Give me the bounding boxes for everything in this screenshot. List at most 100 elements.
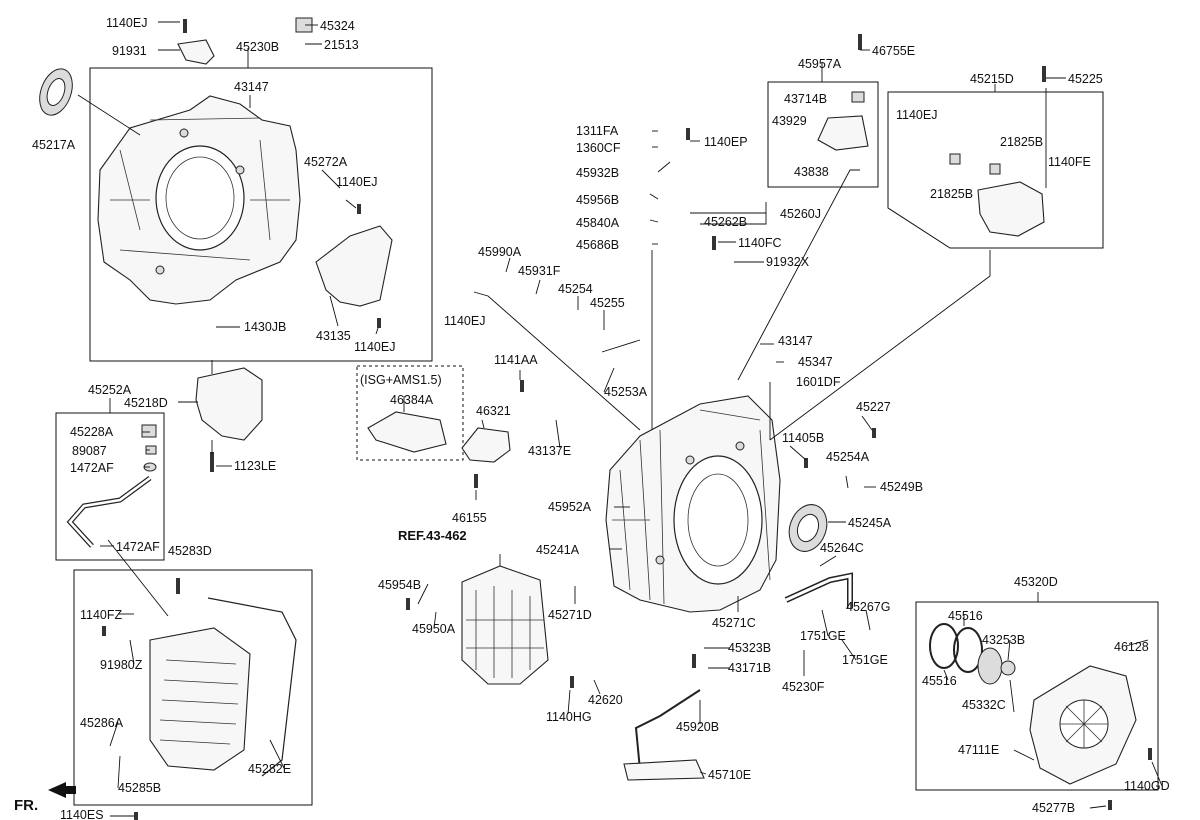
label: 45254A [826, 450, 870, 464]
label: 21513 [324, 38, 359, 52]
label: 45931F [518, 264, 561, 278]
bracket-45710E [623, 759, 705, 781]
label: 45260J [780, 207, 821, 221]
label: 45271D [548, 608, 592, 622]
label: 47111E [958, 743, 999, 757]
label: 45230F [782, 680, 825, 694]
label: 45686B [576, 238, 619, 252]
bolt-markers [102, 19, 1152, 820]
label: 1140EJ [354, 340, 395, 354]
part-labels: 1140EJ 45324 91931 21513 45230B 43147 45… [14, 16, 1170, 820]
label: 45282E [248, 762, 291, 776]
label: 1140EJ [106, 16, 147, 30]
label: 43838 [794, 165, 829, 179]
label: 46384A [390, 393, 434, 407]
label: 46155 [452, 511, 487, 525]
label: 45245A [848, 516, 892, 530]
ref-label: REF.43-462 [398, 528, 467, 543]
fitting-45228A [141, 424, 157, 438]
label: 45228A [70, 425, 114, 439]
label: 45227 [856, 400, 891, 414]
oil-pan-45282E [149, 597, 297, 777]
label: 21825B [930, 187, 973, 201]
label: 45241A [536, 543, 580, 557]
pipe-45264C [784, 572, 853, 608]
bearing-45332C [977, 647, 1003, 685]
label: 43714B [784, 92, 827, 106]
label: 1140FZ [80, 608, 123, 622]
label: 45264C [820, 541, 864, 555]
label: 45286A [80, 716, 124, 730]
label: 45272A [304, 155, 348, 169]
label: 1472AF [116, 540, 160, 554]
rear-cover-47111E [1029, 665, 1137, 785]
label: 1751GE [800, 629, 846, 643]
filter-46384A [367, 411, 447, 453]
label: 43929 [772, 114, 807, 128]
label: 1430JB [244, 320, 286, 334]
label: 1140HG [546, 710, 592, 724]
bell-housing-group-box [89, 67, 433, 362]
bell-housing-45230B [97, 95, 301, 305]
label: 46128 [1114, 640, 1149, 654]
label: 45254 [558, 282, 593, 296]
label: 45990A [478, 245, 522, 259]
label: 1140EP [704, 135, 748, 149]
label: 45956B [576, 193, 619, 207]
label: 45285B [118, 781, 161, 795]
label: 43135 [316, 329, 351, 343]
bracket-91931 [177, 39, 215, 65]
label: 1601DF [796, 375, 841, 389]
label: 43171B [728, 661, 771, 675]
group-label-valve-cover: 45283D [168, 544, 212, 558]
label: 89087 [72, 444, 107, 458]
group-label-bell-housing: 45230B [236, 40, 279, 54]
bushing-21825B [949, 153, 961, 165]
label: 1140FE [1048, 155, 1091, 169]
label: 43137E [528, 444, 571, 458]
option-group-box [356, 365, 464, 461]
label: 1140GD [1124, 779, 1170, 793]
label: 45217A [32, 138, 76, 152]
group-label-sensor-bracket: 45957A [798, 57, 842, 71]
sensor-bracket-group-box [767, 81, 879, 188]
transmission-case-45241A [605, 395, 781, 613]
label: 45225 [1068, 72, 1103, 86]
label: 46755E [872, 44, 915, 58]
label: 45255 [590, 296, 625, 310]
label: 45323B [728, 641, 771, 655]
label: 1311FA [576, 124, 619, 138]
label: 45249B [880, 480, 923, 494]
label: 45218D [124, 396, 168, 410]
label: 91980Z [100, 658, 143, 672]
label: 1140EJ [896, 108, 937, 122]
label: 45952A [548, 500, 592, 514]
group-label-option: (ISG+AMS1.5) [360, 373, 442, 387]
group-label-hose-kit: 45252A [88, 383, 132, 397]
plug-45324 [295, 17, 313, 33]
label: 45347 [798, 355, 833, 369]
label: 45324 [320, 19, 355, 33]
label: 45840A [576, 216, 620, 230]
label: 1472AF [70, 461, 114, 475]
grommet-43714B [851, 91, 865, 103]
label: 1140EJ [336, 175, 377, 189]
seal-43253B [1000, 660, 1016, 676]
mount-45215D [977, 181, 1045, 237]
bracket-43929 [817, 115, 869, 151]
label: 43147 [234, 80, 269, 94]
label: 91932X [766, 255, 810, 269]
label: 45950A [412, 622, 456, 636]
oil-seal-45217A [39, 68, 73, 116]
label: 45516 [948, 609, 983, 623]
group-label-rear-cover: 45320D [1014, 575, 1058, 589]
label: 1360CF [576, 141, 621, 155]
leader-lines [77, 21, 1163, 817]
label: 11405B [782, 431, 824, 445]
mount-group-box [887, 91, 1104, 249]
sensor-wire-45920B [634, 689, 701, 771]
label: 91931 [112, 44, 147, 58]
label: 45267G [846, 600, 890, 614]
deflector-43135 [315, 225, 393, 307]
